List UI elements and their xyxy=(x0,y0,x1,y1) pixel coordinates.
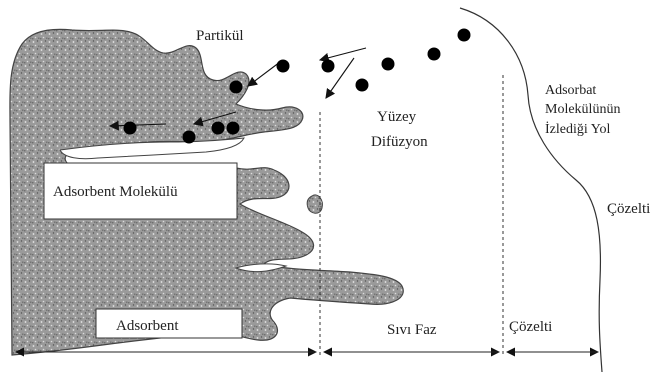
label-yuzey: Yüzey xyxy=(377,109,417,125)
label-sivi-faz: Sıvı Faz xyxy=(387,322,437,338)
molecule-dot xyxy=(428,48,441,61)
molecule-dot xyxy=(212,122,225,135)
label-adsorbat: Adsorbat xyxy=(545,83,596,98)
molecule-dot xyxy=(124,122,137,135)
molecule-dot xyxy=(227,122,240,135)
molecule-dot xyxy=(183,131,196,144)
path-arrow-1 xyxy=(320,48,366,60)
label-partikul: Partikül xyxy=(196,28,244,44)
label-cozelti-bottom: Çözelti xyxy=(509,319,552,335)
molecule-dot xyxy=(382,58,395,71)
label-molekulunun: Molekülünün xyxy=(545,102,620,117)
label-izledigi-yol: İzlediği Yol xyxy=(545,121,610,137)
molecule-dot xyxy=(322,60,335,73)
molecule-dot xyxy=(277,60,290,73)
label-adsorbent-molekulu: Adsorbent Molekülü xyxy=(53,184,178,200)
path-arrow-3 xyxy=(248,62,280,86)
molecule-dot xyxy=(458,29,471,42)
label-difuzyon: Difüzyon xyxy=(371,134,428,150)
label-adsorbent: Adsorbent xyxy=(116,318,179,334)
molecule-dot xyxy=(356,79,369,92)
solution-boundary-curve xyxy=(460,8,602,372)
molecule-dot xyxy=(230,81,243,94)
label-cozelti-right: Çözelti xyxy=(607,201,650,217)
